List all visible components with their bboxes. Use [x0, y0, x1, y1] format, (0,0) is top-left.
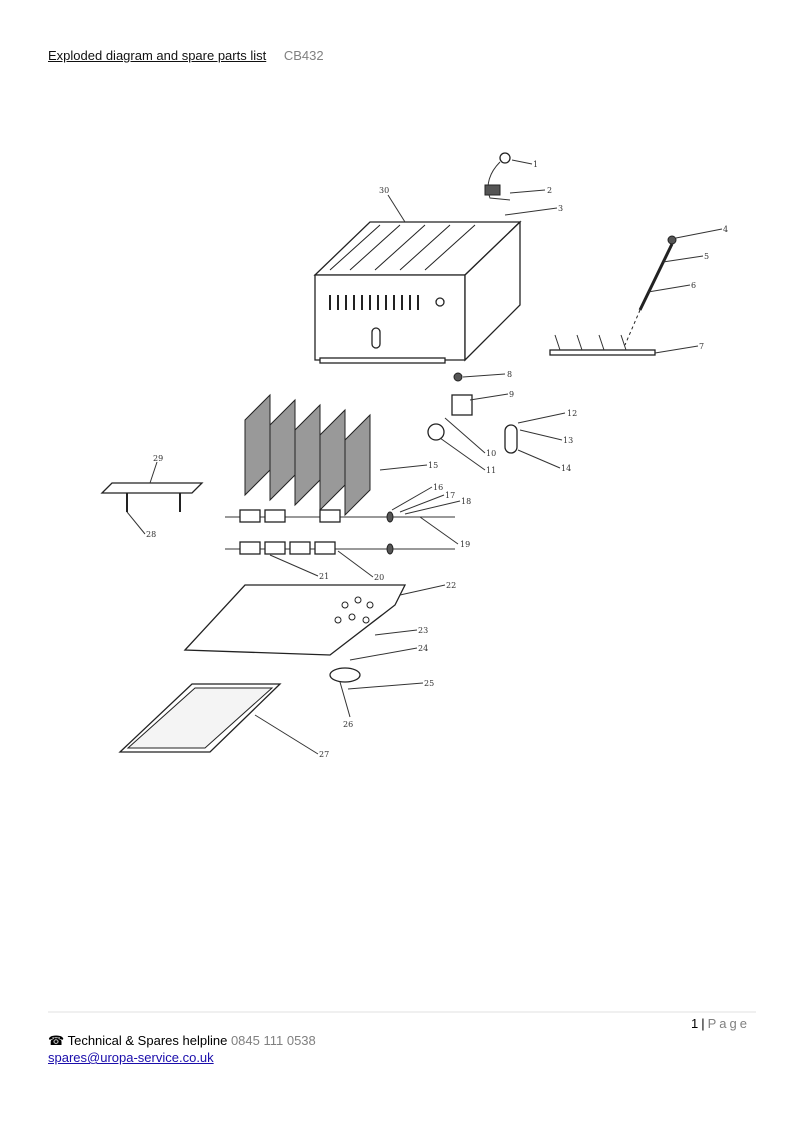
page-header: Exploded diagram and spare parts list CB… — [48, 48, 324, 63]
svg-text:22: 22 — [446, 581, 456, 590]
svg-text:20: 20 — [374, 573, 384, 582]
page-number: 1|Page — [691, 1016, 750, 1031]
svg-text:2: 2 — [547, 186, 552, 195]
svg-text:29: 29 — [153, 454, 163, 463]
helpline-number: 0845 111 0538 — [230, 1033, 316, 1048]
helpline-label: Technical & Spares helpline — [67, 1033, 228, 1048]
model-number: CB432 — [283, 48, 324, 63]
svg-text:15: 15 — [428, 461, 438, 470]
svg-text:6: 6 — [691, 281, 696, 290]
svg-text:19: 19 — [460, 540, 470, 549]
page-separator: | — [701, 1016, 705, 1031]
svg-text:18: 18 — [461, 497, 471, 506]
svg-text:1: 1 — [533, 160, 538, 169]
svg-text:12: 12 — [567, 409, 577, 418]
svg-text:16: 16 — [433, 483, 443, 492]
svg-text:9: 9 — [509, 390, 514, 399]
carriage-rods — [225, 509, 455, 555]
svg-text:26: 26 — [343, 720, 353, 729]
svg-text:28: 28 — [146, 530, 156, 539]
crumb-tray — [118, 683, 282, 753]
svg-text:25: 25 — [424, 679, 434, 688]
document-title: Exploded diagram and spare parts list — [48, 48, 267, 63]
svg-text:5: 5 — [704, 252, 709, 261]
svg-text:23: 23 — [418, 626, 428, 635]
email-link[interactable]: spares@uropa-service.co.uk — [48, 1050, 214, 1065]
toaster-housing — [313, 220, 522, 364]
svg-text:30: 30 — [379, 186, 389, 195]
svg-text:8: 8 — [507, 370, 512, 379]
phone-icon: ☎ — [48, 1033, 65, 1048]
bracket-plate — [100, 482, 204, 512]
svg-text:11: 11 — [486, 466, 496, 475]
svg-text:27: 27 — [319, 750, 329, 759]
svg-text:3: 3 — [558, 204, 563, 213]
svg-text:4: 4 — [723, 225, 728, 234]
lever-assembly — [549, 235, 677, 356]
exploded-diagram-drawing: 1 2 3 4 5 6 7 8 9 10 11 12 13 14 15 16 1… — [100, 152, 728, 759]
page-word: Page — [707, 1016, 750, 1031]
page-number-value: 1 — [691, 1016, 699, 1031]
svg-text:17: 17 — [445, 491, 455, 500]
svg-text:21: 21 — [319, 572, 329, 581]
heating-elements — [244, 393, 371, 517]
footer-divider — [48, 1011, 756, 1013]
svg-text:10: 10 — [486, 449, 496, 458]
part-labels: 1 2 3 4 5 6 7 8 9 10 11 12 13 14 15 16 1… — [126, 159, 728, 759]
svg-text:14: 14 — [561, 464, 571, 473]
power-cord — [484, 152, 511, 201]
controls — [427, 372, 518, 454]
exploded-diagram: 1 2 3 4 5 6 7 8 9 10 11 12 13 14 15 16 1… — [90, 150, 750, 770]
svg-text:13: 13 — [563, 436, 573, 445]
foot-assembly — [329, 667, 361, 683]
svg-text:24: 24 — [418, 644, 428, 653]
helpline: ☎ Technical & Spares helpline 0845 111 0… — [48, 1033, 316, 1049]
svg-text:7: 7 — [699, 342, 704, 351]
base-plate — [183, 584, 407, 656]
